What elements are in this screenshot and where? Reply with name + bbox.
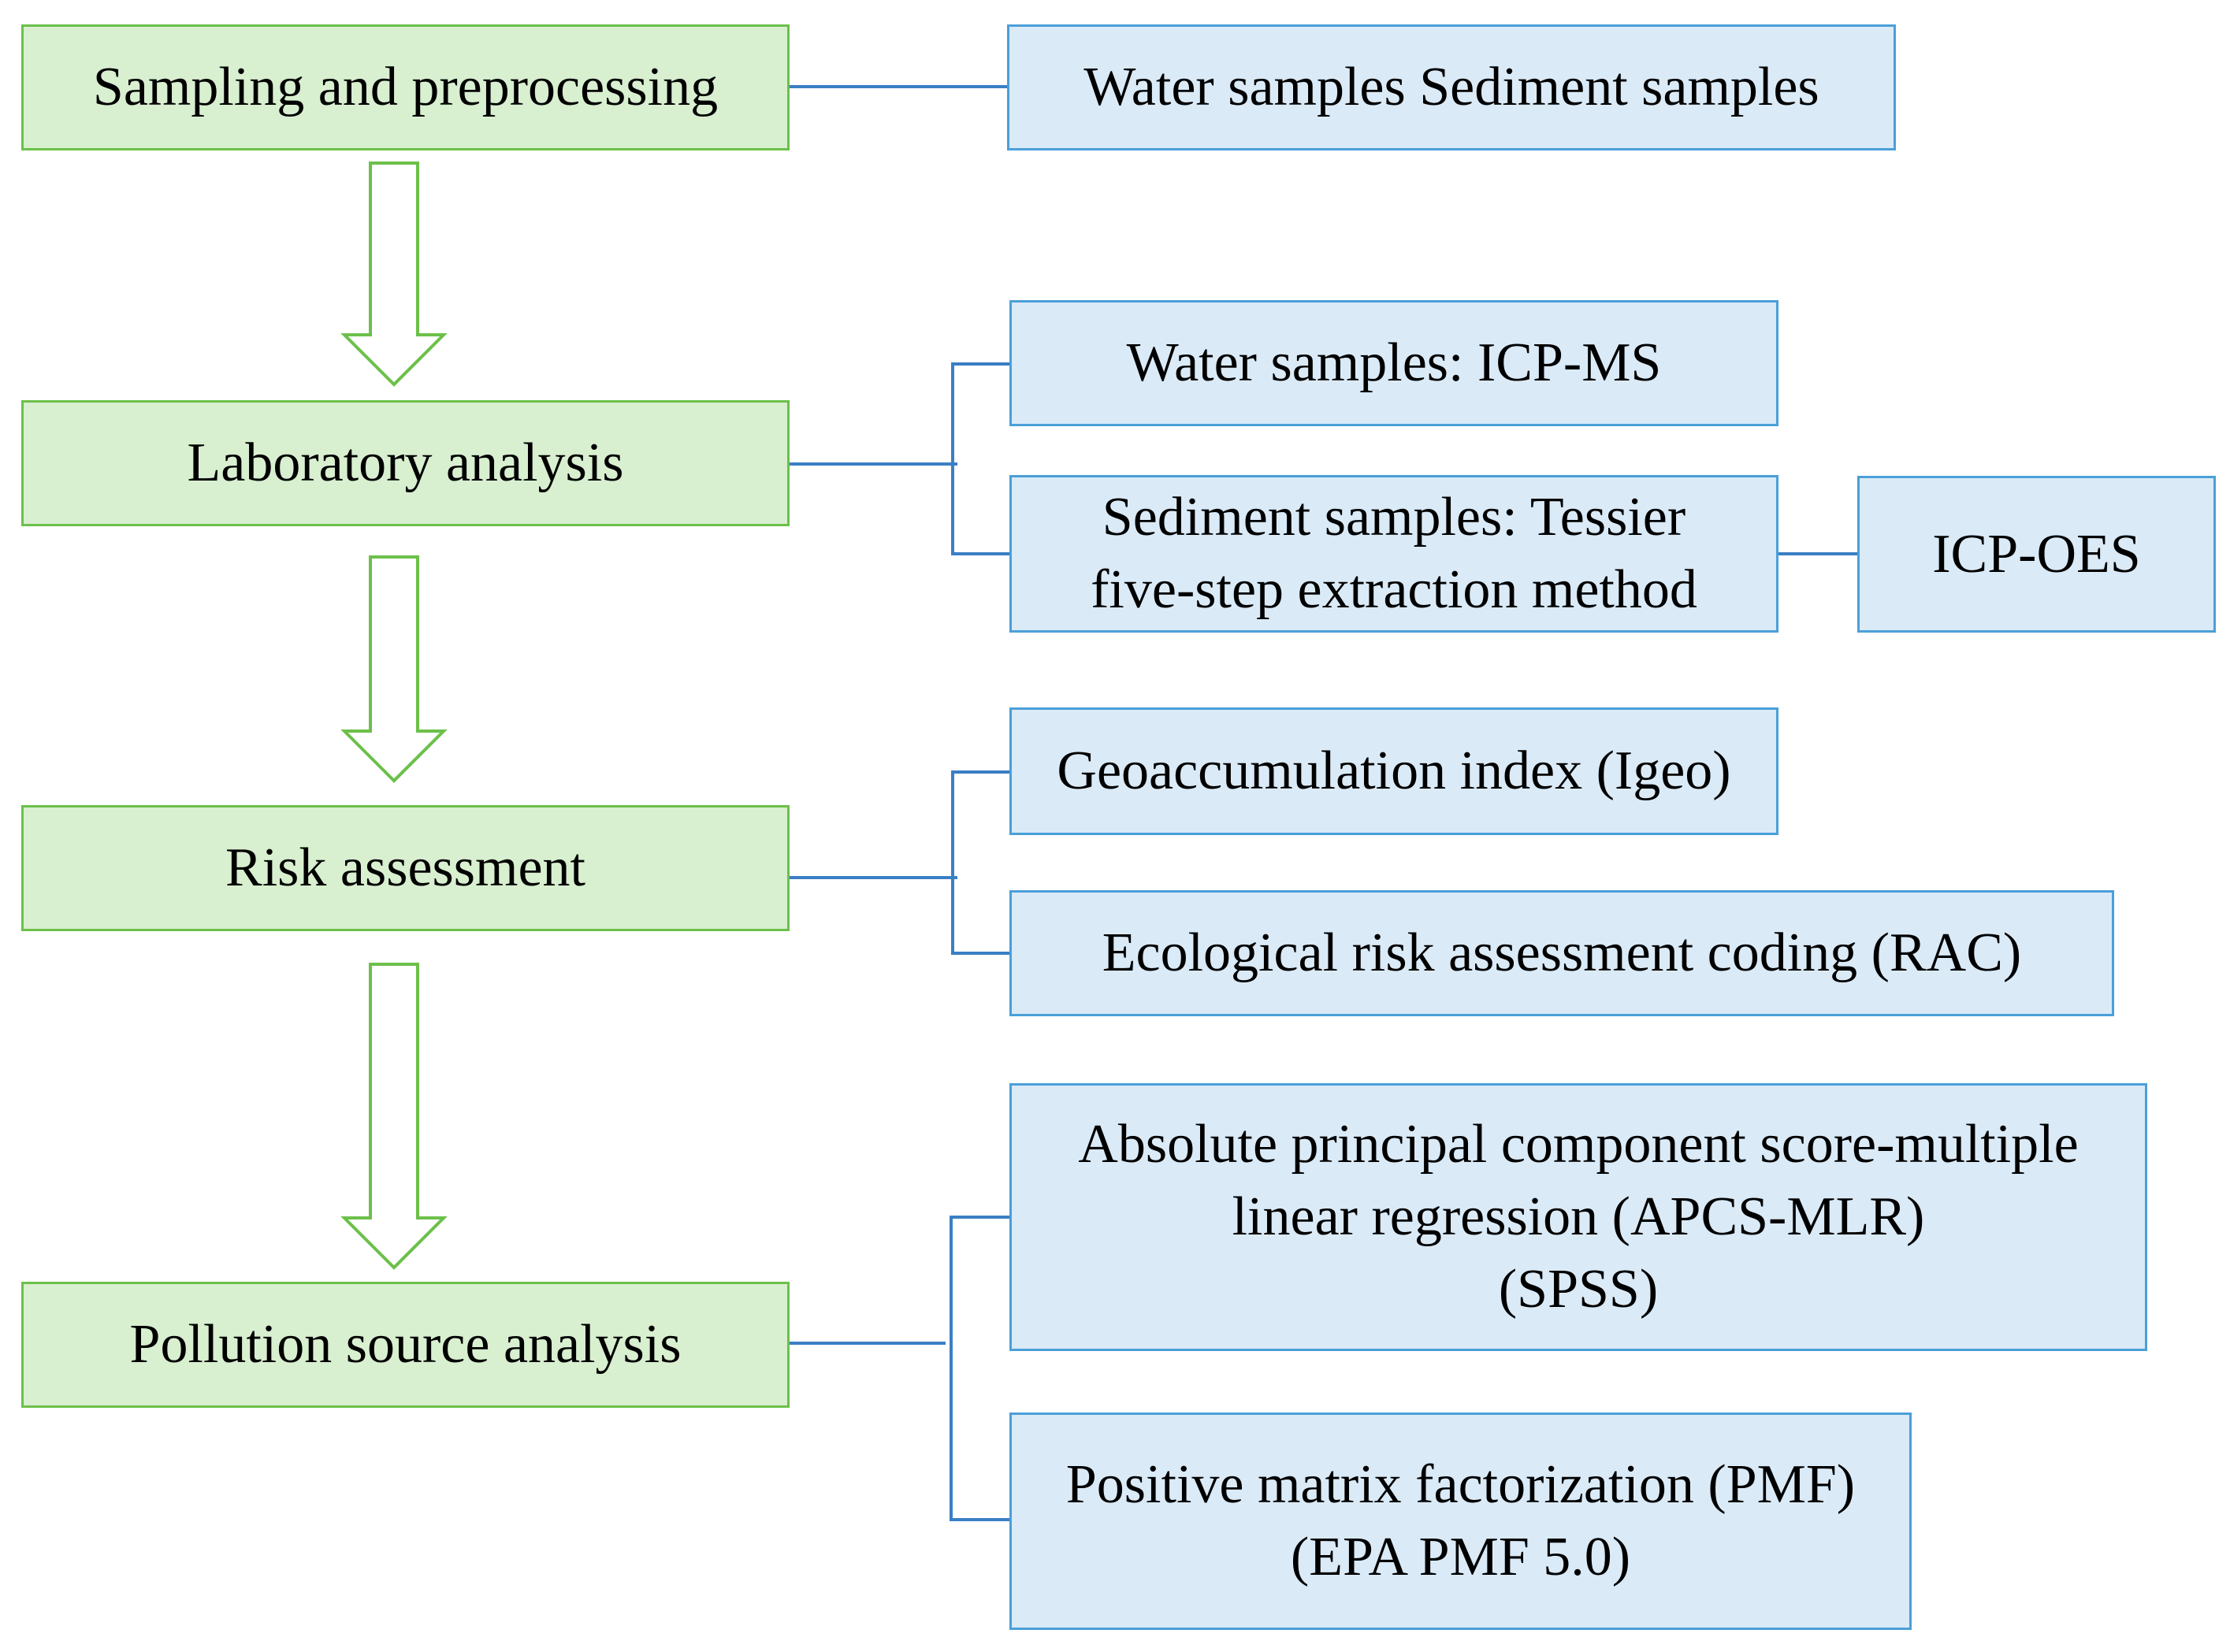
connector-source-bracket bbox=[789, 1216, 1010, 1521]
detail-igeo-box: Geoaccumulation index (Igeo) bbox=[1009, 707, 1778, 835]
flow-arrow-laboratory-to-risk bbox=[340, 555, 448, 783]
detail-igeo-label: Geoaccumulation index (Igeo) bbox=[1057, 741, 1731, 801]
detail-apcs-mlr-box: Absolute principal component score-multi… bbox=[1009, 1083, 2147, 1351]
step-sampling-box: Sampling and preprocessing bbox=[21, 24, 790, 150]
detail-rac-label: Ecological risk assessment coding (RAC) bbox=[1102, 923, 2022, 983]
step-laboratory-label: Laboratory analysis bbox=[187, 432, 624, 493]
connector-risk-bracket bbox=[789, 770, 1010, 955]
connector-laboratory-bracket bbox=[789, 362, 1010, 555]
flow-arrow-risk-to-source bbox=[340, 963, 448, 1270]
step-source-box: Pollution source analysis bbox=[21, 1282, 790, 1408]
detail-rac-box: Ecological risk assessment coding (RAC) bbox=[1009, 890, 2114, 1016]
detail-water-icpms-label: Water samples: ICP-MS bbox=[1126, 332, 1662, 393]
detail-samples-label: Water samples Sediment samples bbox=[1083, 57, 1819, 117]
step-risk-box: Risk assessment bbox=[21, 805, 790, 931]
detail-icp-oes-box: ICP-OES bbox=[1857, 476, 2216, 633]
detail-pmf-box: Positive matrix factorization (PMF) (EPA… bbox=[1009, 1413, 1912, 1630]
detail-sediment-tessier-box: Sediment samples: Tessier five-step extr… bbox=[1009, 475, 1778, 633]
detail-sediment-tessier-label: Sediment samples: Tessier five-step extr… bbox=[1091, 487, 1697, 620]
step-sampling-label: Sampling and preprocessing bbox=[92, 57, 719, 117]
step-source-label: Pollution source analysis bbox=[129, 1314, 682, 1375]
flow-arrow-sampling-to-laboratory bbox=[340, 161, 448, 387]
detail-icp-oes-label: ICP-OES bbox=[1932, 523, 2141, 585]
detail-water-icpms-box: Water samples: ICP-MS bbox=[1009, 300, 1778, 426]
detail-apcs-mlr-label: Absolute principal component score-multi… bbox=[1078, 1114, 2079, 1320]
detail-samples-box: Water samples Sediment samples bbox=[1007, 24, 1896, 150]
step-laboratory-box: Laboratory analysis bbox=[21, 400, 790, 526]
detail-pmf-label: Positive matrix factorization (PMF) (EPA… bbox=[1065, 1454, 1856, 1587]
step-risk-label: Risk assessment bbox=[225, 837, 585, 898]
